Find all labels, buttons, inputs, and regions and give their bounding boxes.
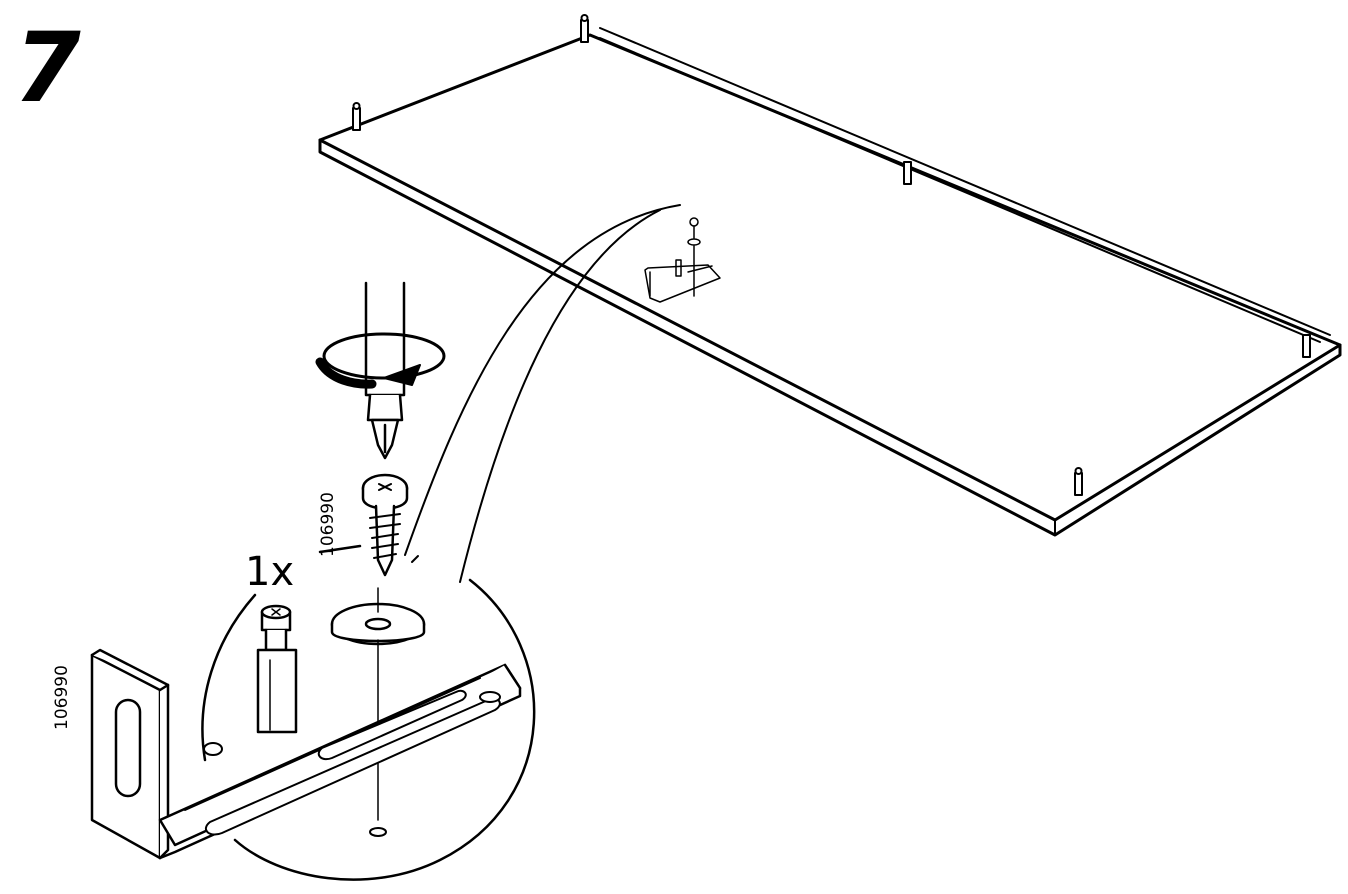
quantity-label: 1x <box>245 549 295 595</box>
detail-circle <box>201 544 536 881</box>
washer-icon <box>330 587 426 837</box>
screw-icon <box>361 473 409 577</box>
step-number: 7 <box>14 12 81 124</box>
screwdriver-icon <box>364 281 406 460</box>
callout-lines <box>404 204 681 583</box>
cam-pin-icon <box>256 604 298 734</box>
wall-bracket-icon <box>90 648 522 860</box>
clockwise-rotation-icon <box>315 332 446 389</box>
screw-part-code: 106990 <box>318 492 338 557</box>
bracket-part-code: 106990 <box>52 665 72 730</box>
panel-board-icon <box>318 14 1342 537</box>
